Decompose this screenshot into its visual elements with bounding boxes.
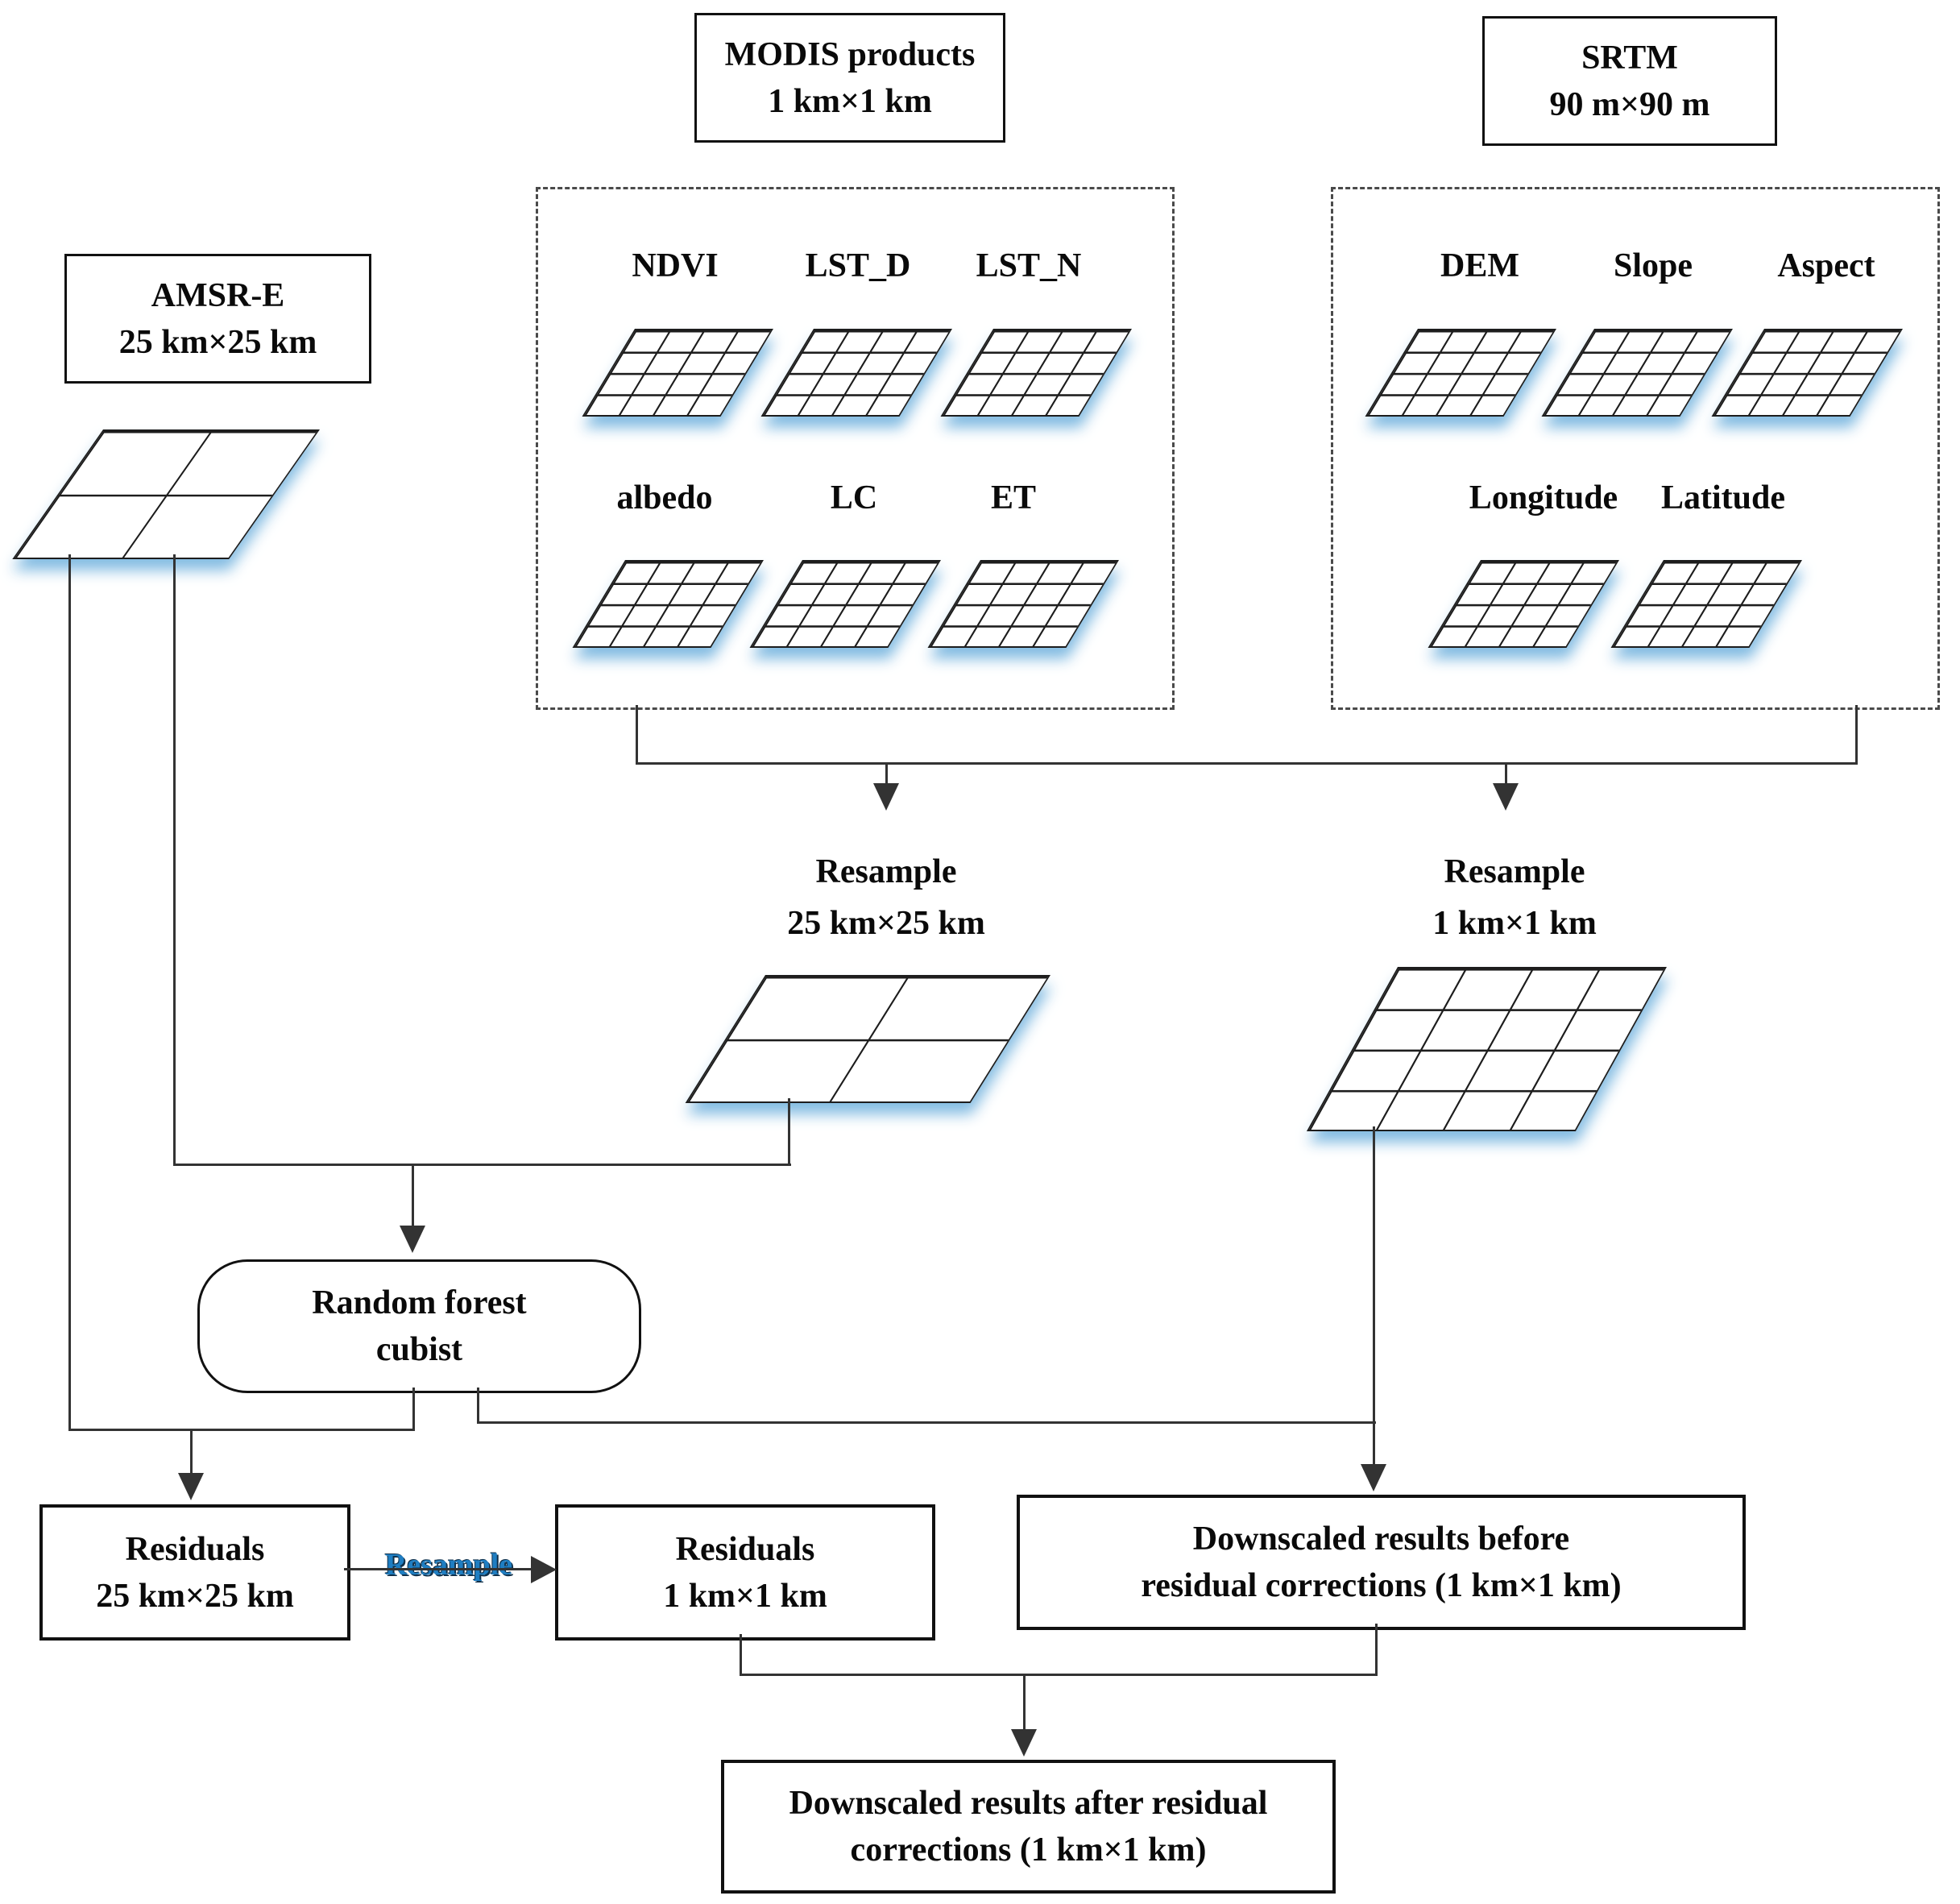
downscaled-before-line1: Downscaled results before xyxy=(1192,1520,1570,1558)
arrowhead-to-random-forest xyxy=(400,1226,425,1253)
downscaled-before-box: Downscaled results before residual corre… xyxy=(1017,1495,1746,1630)
amsre-title-box: AMSR-E 25 km×25 km xyxy=(64,254,371,384)
modis-products-panel xyxy=(536,187,1175,710)
connector-srtm-panel-down xyxy=(1855,705,1858,765)
modis-albedo-label: albedo xyxy=(616,479,713,516)
resample-edge-label: Resample xyxy=(384,1548,513,1582)
connector-modis-panel-down xyxy=(636,705,638,765)
connector-rf-right-out xyxy=(477,1388,479,1424)
connector-resample-25km-down xyxy=(788,1098,790,1166)
connector-residuals-horizontal xyxy=(69,1429,415,1431)
residuals-1km-box: Residuals 1 km×1 km xyxy=(555,1504,935,1641)
connector-panels-horizontal xyxy=(636,762,1858,765)
downscaled-after-line1: Downscaled results after residual xyxy=(789,1785,1268,1822)
modis-lst-d-label: LST_D xyxy=(805,247,911,284)
amsre-resolution: 25 km×25 km xyxy=(118,323,317,361)
residuals-25km-box: Residuals 25 km×25 km xyxy=(39,1504,350,1641)
modis-lc-label: LC xyxy=(830,479,878,516)
srtm-longitude-label: Longitude xyxy=(1469,479,1618,516)
modis-ndvi-label: NDVI xyxy=(632,247,719,284)
amsre-grid xyxy=(12,429,320,559)
srtm-dem-label: DEM xyxy=(1440,247,1519,284)
resample-25km-line2: 25 km×25 km xyxy=(787,905,985,942)
modis-et-label: ET xyxy=(990,479,1037,516)
connector-rf-left-out xyxy=(412,1388,415,1431)
srtm-latitude-label: Latitude xyxy=(1660,479,1786,516)
srtm-resolution: 90 m×90 m xyxy=(1549,85,1710,123)
connector-to-downscaled-after xyxy=(1023,1674,1026,1730)
random-forest-box: Random forest cubist xyxy=(197,1259,641,1393)
residuals-25km-line2: 25 km×25 km xyxy=(96,1577,294,1615)
connector-inputs-horizontal xyxy=(173,1164,791,1166)
resample-25km-line1: Resample xyxy=(815,853,957,890)
srtm-title-box: SRTM 90 m×90 m xyxy=(1482,16,1777,146)
arrowhead-to-residuals-25km xyxy=(178,1473,204,1500)
modis-title-box: MODIS products 1 km×1 km xyxy=(694,13,1005,143)
connector-to-random-forest xyxy=(412,1164,414,1226)
connector-merge-horizontal xyxy=(740,1674,1378,1676)
modis-title: MODIS products xyxy=(724,35,976,73)
resample-1km-label: Resample 1 km×1 km xyxy=(1432,846,1597,949)
random-forest-line2: cubist xyxy=(375,1331,463,1368)
connector-resample-1km-down xyxy=(1373,1126,1375,1424)
srtm-aspect-label: Aspect xyxy=(1777,247,1875,284)
srtm-panel xyxy=(1331,187,1940,710)
random-forest-line1: Random forest xyxy=(312,1284,527,1321)
arrowhead-to-downscaled-before xyxy=(1361,1464,1386,1491)
arrowhead-resample-edge xyxy=(531,1556,557,1583)
residuals-25km-line1: Residuals xyxy=(125,1530,265,1568)
resample-1km-grid xyxy=(1306,967,1667,1131)
arrowhead-to-downscaled-after xyxy=(1011,1729,1037,1757)
downscaled-after-line2: corrections (1 km×1 km) xyxy=(850,1831,1207,1869)
connector-residuals-1km-down xyxy=(740,1634,742,1676)
residuals-1km-line2: 1 km×1 km xyxy=(663,1577,827,1615)
connector-to-resample-1km xyxy=(1505,762,1507,785)
modis-resolution: 1 km×1 km xyxy=(768,82,932,120)
resample-25km-label: Resample 25 km×25 km xyxy=(787,846,985,949)
arrowhead-to-resample-1km xyxy=(1493,783,1519,811)
srtm-title: SRTM xyxy=(1581,39,1678,77)
resample-1km-line2: 1 km×1 km xyxy=(1432,905,1597,942)
modis-lst-n-label: LST_N xyxy=(976,247,1082,284)
resample-1km-line1: Resample xyxy=(1444,853,1585,890)
downscaled-before-line2: residual corrections (1 km×1 km) xyxy=(1141,1567,1622,1604)
connector-amsre-left-leg xyxy=(68,554,71,1431)
connector-resample-edge xyxy=(344,1568,532,1570)
arrowhead-to-resample-25km xyxy=(873,783,899,811)
connector-amsre-right-leg xyxy=(173,554,176,1166)
residuals-1km-line1: Residuals xyxy=(675,1530,815,1568)
downscaled-after-box: Downscaled results after residual correc… xyxy=(721,1760,1336,1894)
connector-to-downscaled-before xyxy=(1373,1421,1375,1465)
srtm-slope-label: Slope xyxy=(1613,247,1693,284)
connector-rf-to-downscaled xyxy=(477,1421,1376,1424)
connector-to-resample-25km xyxy=(885,762,888,785)
resample-25km-grid xyxy=(685,975,1050,1103)
connector-to-residuals-25km xyxy=(190,1429,193,1474)
amsre-title: AMSR-E xyxy=(151,276,285,314)
connector-downscaled-before-down xyxy=(1375,1624,1378,1676)
